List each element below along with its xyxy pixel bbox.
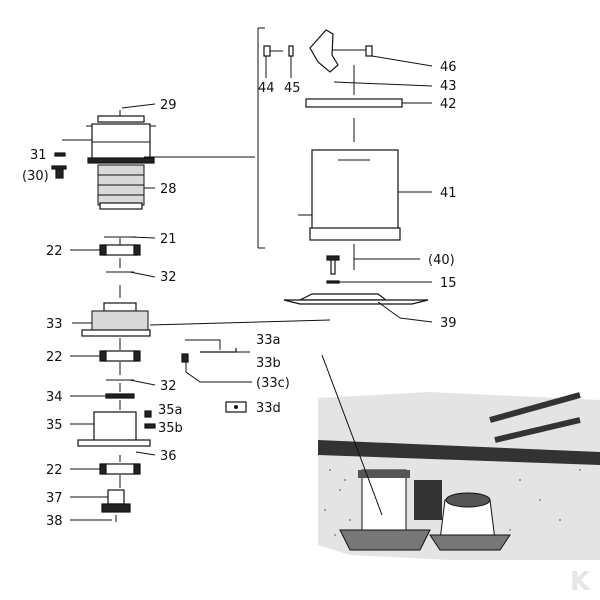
label-35: 35 (46, 418, 63, 433)
part-43-link-arm (309, 29, 339, 73)
label-29: 29 (160, 98, 177, 113)
part-28-housing (97, 164, 145, 210)
part-42-plate (305, 98, 403, 108)
part-22-bearing-b (99, 350, 141, 362)
part-31-30-screw (51, 152, 67, 179)
label-32-b: 32 (160, 379, 177, 394)
label-43: 43 (440, 79, 457, 94)
label-30: (30) (22, 169, 49, 184)
part-40-bolt (326, 255, 340, 275)
label-33a: 33a (256, 333, 281, 348)
photo-leader-line (321, 354, 383, 516)
label-35a: 35a (158, 403, 183, 418)
label-36: 36 (160, 449, 177, 464)
part-35-body (77, 411, 151, 447)
part-37-gear (101, 489, 131, 513)
part-45-washer (288, 45, 294, 57)
label-42: 42 (440, 97, 457, 112)
label-22-c: 22 (46, 463, 63, 478)
label-33: 33 (46, 317, 63, 332)
label-39: 39 (440, 316, 457, 331)
part-44-bolt (263, 45, 283, 57)
left-stack (51, 110, 156, 522)
part-34-washer (105, 393, 135, 399)
label-37: 37 (46, 491, 63, 506)
label-21: 21 (160, 232, 177, 247)
label-22-a: 22 (46, 244, 63, 259)
label-41: 41 (440, 186, 457, 201)
label-32-a: 32 (160, 270, 177, 285)
label-34: 34 (46, 390, 63, 405)
label-46: 46 (440, 60, 457, 75)
part-22-bearing-a (99, 244, 141, 256)
part-22-bearing-c (99, 463, 141, 475)
label-33b: 33b (256, 356, 281, 371)
watermark-logo: K (570, 567, 591, 597)
left-leader-lines (62, 103, 331, 521)
label-15: 15 (440, 276, 457, 291)
part-46-bolt (365, 45, 373, 57)
label-40: (40) (428, 253, 455, 268)
part-labels: 29 31 (30) 28 21 22 32 33 22 34 32 35 35… (22, 60, 457, 529)
label-44: 44 (258, 81, 275, 96)
label-28: 28 (160, 182, 177, 197)
label-35b: 35b (158, 421, 183, 436)
label-33d: 33d (256, 401, 281, 416)
part-41-cylinder (298, 149, 401, 241)
right-stack (263, 29, 429, 305)
part-15-washer (326, 280, 340, 284)
label-38: 38 (46, 514, 63, 529)
accessory-parts-33 (181, 339, 252, 413)
label-45: 45 (284, 81, 301, 96)
part-39-base-plate (283, 293, 429, 305)
label-31: 31 (30, 148, 47, 163)
bracket (257, 27, 265, 249)
part-35a-35b-pins (144, 410, 156, 429)
part-33-housing (81, 302, 151, 337)
label-33c: (33c) (256, 376, 290, 391)
label-22-b: 22 (46, 350, 63, 365)
part-29-cap (86, 115, 156, 164)
photo-inset (318, 392, 600, 560)
right-leader-lines (265, 55, 433, 323)
